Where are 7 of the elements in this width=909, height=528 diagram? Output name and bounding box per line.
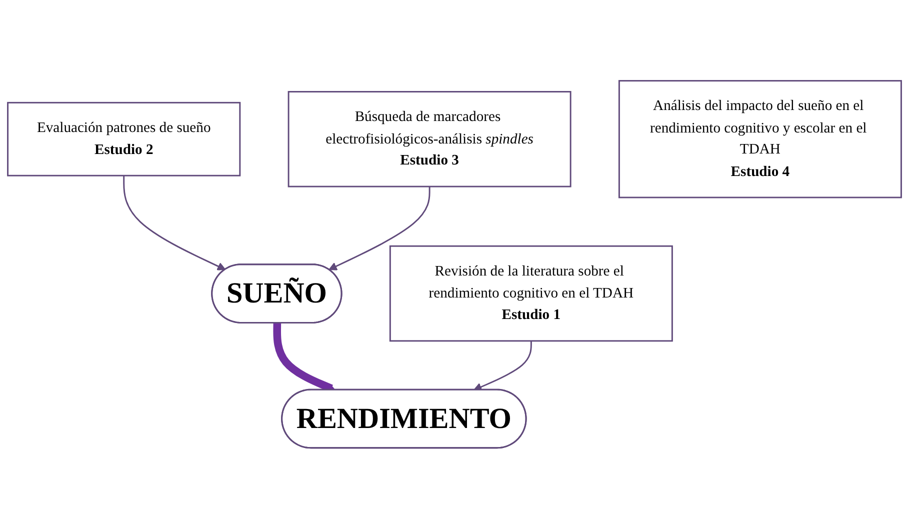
node-box: Evaluación patrones de sueño Estudio 2 bbox=[7, 102, 241, 176]
node-box: Búsqueda de marcadores electrofisiológicos-análisis spindles Estudio 3 bbox=[288, 90, 572, 187]
arrow bbox=[473, 340, 532, 391]
arrow bbox=[123, 175, 226, 270]
arrow bbox=[328, 186, 430, 270]
node-box: Análisis del impacto del sueño en el rendimiento cognitivo y escolar en el TDAH Estudio 4 bbox=[618, 80, 902, 198]
node-box: Revisión de la literatura sobre el rendimiento cognitivo en el TDAH Estudio 1 bbox=[389, 245, 673, 342]
